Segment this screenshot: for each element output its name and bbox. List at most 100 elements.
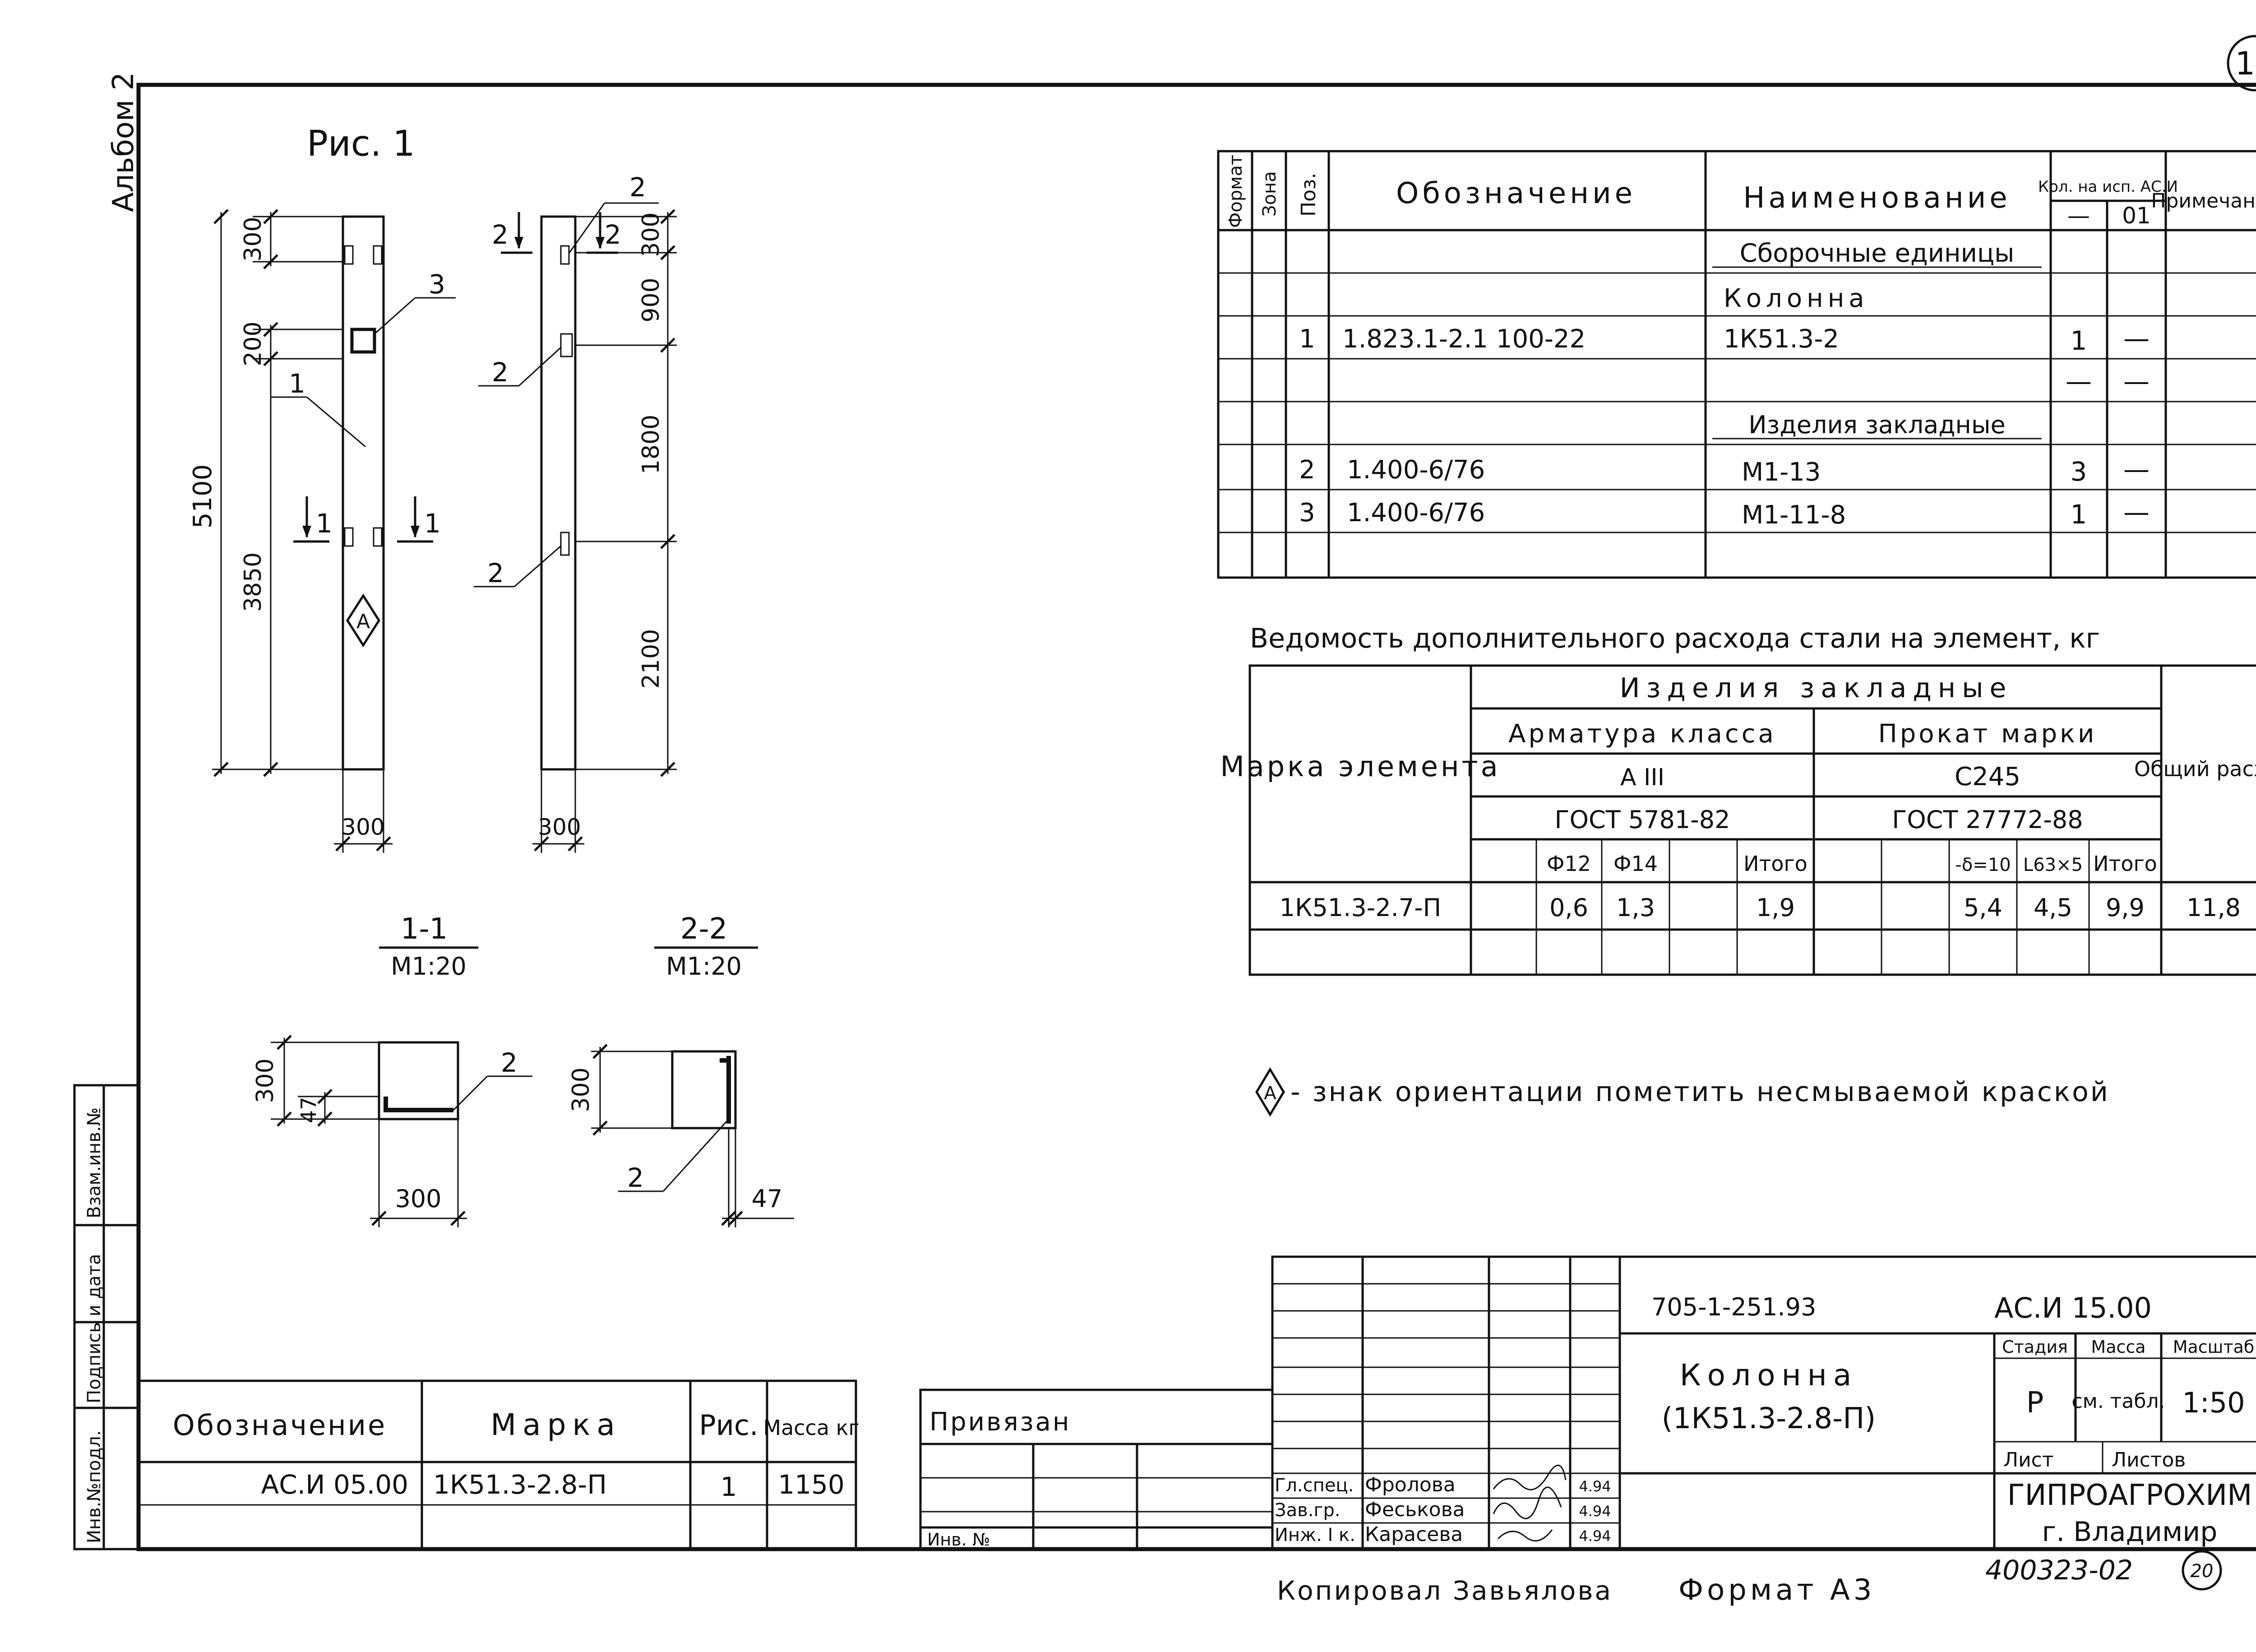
doc-code: АС.И 15.00 bbox=[1994, 1291, 2152, 1324]
page-note: 20 bbox=[2191, 1561, 2214, 1582]
stage-label: Стадия bbox=[2002, 1337, 2068, 1357]
steel-rolled-gost: ГОСТ 27772-88 bbox=[1892, 805, 2083, 834]
copied-by: Копировал Завьялова bbox=[1277, 1575, 1613, 1606]
steel-row-c8: 5,4 bbox=[1964, 893, 2002, 922]
spec-row: Изделия закладные bbox=[1712, 411, 2042, 440]
spec-row-6-pos: 2 bbox=[1299, 455, 1315, 485]
mark-col1-1: 1 bbox=[289, 368, 305, 399]
spec-row-6-q2: — bbox=[2123, 454, 2150, 485]
bottom-header-fig: Рис. bbox=[699, 1409, 758, 1442]
steel-header-rolled: Прокат марки bbox=[1878, 719, 2097, 749]
steel-row-c5: 1,9 bbox=[1756, 893, 1795, 922]
steel-rebar-class: А III bbox=[1620, 764, 1664, 791]
section-1-1-scale: М1:20 bbox=[391, 952, 467, 981]
signature-row: Гл.спец. Фролова 4.94 bbox=[1275, 1465, 1611, 1496]
steel-sub-4: Итого bbox=[1743, 851, 1808, 876]
section-2-2-dim-47: 47 bbox=[752, 1185, 783, 1213]
spec-row-7-name: М1-11-8 bbox=[1742, 500, 1846, 530]
section-1-1-dim-47: 47 bbox=[296, 1097, 321, 1124]
bottom-row-mass: 1150 bbox=[778, 1469, 845, 1500]
bottom-header-mark: Марка bbox=[490, 1407, 621, 1442]
spec-row-7-pos: 3 bbox=[1299, 498, 1315, 528]
section-2-2-dim-300: 300 bbox=[568, 1067, 595, 1112]
privyazan-inv-label: Инв. № bbox=[927, 1530, 990, 1550]
side-stamp: Инв.№подл. Подпись и дата Взам.инв.№ bbox=[73, 1084, 140, 1550]
dim-col2-300-top: 300 bbox=[638, 212, 665, 257]
org-name: ГИПРОАГРОХИМ bbox=[2007, 1479, 2252, 1512]
spec-row-4-q1: — bbox=[2066, 366, 2092, 397]
bottom-header-designation: Обозначение bbox=[173, 1409, 387, 1442]
mark-col2-2-low: 2 bbox=[487, 558, 504, 588]
cut-mark-2-left: 2 bbox=[492, 219, 509, 250]
dim-col1-300-top: 300 bbox=[240, 217, 267, 261]
spec-row: Сборочные единицы bbox=[1712, 239, 2042, 268]
section-1-1-dim-300-h: 300 bbox=[395, 1185, 441, 1213]
dim-col2-1800: 1800 bbox=[638, 415, 665, 474]
steel-table-title: Ведомость дополнительного расхода стали … bbox=[1250, 623, 2100, 654]
stage-value: Р bbox=[2026, 1386, 2044, 1420]
sheet-number: 19 bbox=[2235, 45, 2256, 82]
dim-col2-2100: 2100 bbox=[638, 629, 665, 689]
steel-sub-9: Итого bbox=[2093, 851, 2157, 876]
spec-row-1-name: Сборочные единицы bbox=[1740, 239, 2015, 268]
bottom-table: Обозначение Марка Рис. Масса кг АС.И 05.… bbox=[137, 1379, 860, 1550]
scale-value: 1:50 bbox=[2182, 1386, 2245, 1419]
side-stamp-inv: Инв.№подл. bbox=[84, 1430, 105, 1543]
dim-col1-300-bottom: 300 bbox=[342, 814, 384, 840]
steel-table: Марка элемента Изделия закладные Арматур… bbox=[1220, 664, 2256, 976]
bottom-row-mark: 1К51.3-2.8-П bbox=[433, 1469, 607, 1500]
steel-header-total: Общий расход bbox=[2134, 757, 2256, 781]
mark-col1-3: 3 bbox=[429, 269, 445, 300]
section-1-1-dim-300-v: 300 bbox=[252, 1058, 279, 1103]
spec-row: — — bbox=[2066, 366, 2150, 397]
steel-rebar-gost: ГОСТ 5781-82 bbox=[1555, 805, 1730, 834]
spec-row: 2 1.400-6/76 М1-13 3 — bbox=[1299, 454, 2150, 487]
dim-col1-200: 200 bbox=[240, 321, 267, 366]
section-2-2-mark: 2 bbox=[627, 1162, 644, 1193]
steel-sub-2: Ф14 bbox=[1613, 851, 1658, 876]
org-city: г. Владимир bbox=[2042, 1516, 2218, 1548]
bottom-row-designation: АС.И 05.00 bbox=[261, 1469, 408, 1500]
title-block: 705-1-251.93 АС.И 15.00 Колонна (1К51.3-… bbox=[1271, 1255, 2256, 1550]
bottom-header-mass: Масса кг bbox=[763, 1416, 859, 1440]
spec-header-note: Примечание bbox=[2151, 190, 2256, 213]
page-note-circle bbox=[2182, 1550, 2222, 1591]
sig-date-1: 4.94 bbox=[1579, 1478, 1611, 1495]
spec-row-3-designation: 1.823.1-2.1 100-22 bbox=[1342, 324, 1586, 354]
dim-col2-900: 900 bbox=[638, 278, 665, 322]
spec-header-qty-sub-1: 01 bbox=[2122, 203, 2151, 229]
spec-header-qty: Кол. на исп. АС.И bbox=[2038, 178, 2178, 196]
signature-row: Инж. I к. Карасева 4.94 bbox=[1275, 1523, 1611, 1546]
steel-rolled-grade: С245 bbox=[1955, 762, 2020, 791]
section-1-1-mark: 2 bbox=[501, 1047, 518, 1078]
title-subtitle: (1К51.3-2.8-П) bbox=[1662, 1402, 1876, 1435]
spec-row-6-q1: 3 bbox=[2071, 456, 2087, 487]
section-1-1-title: 1-1 bbox=[401, 912, 448, 946]
spec-header-pos: Поз. bbox=[1297, 173, 1320, 217]
mark-col2-2-mid: 2 bbox=[492, 357, 509, 388]
mass-label: Масса bbox=[2091, 1337, 2145, 1357]
mass-value: см. табл. bbox=[2071, 1390, 2165, 1413]
spec-row-2-name: Колонна bbox=[1724, 284, 1869, 313]
spec-row-3-q1: 1 bbox=[2071, 325, 2087, 356]
section-2-2-title: 2-2 bbox=[680, 912, 728, 946]
side-stamp-sign: Подпись и дата bbox=[84, 1254, 105, 1403]
spec-row: Колонна bbox=[1724, 284, 1869, 313]
spec-header-format: Формат bbox=[1225, 155, 1246, 228]
spec-row-7-designation: 1.400-6/76 bbox=[1347, 498, 1485, 528]
section-1-1: 1-1 М1:20 300 47 300 2 bbox=[252, 912, 532, 1227]
steel-row-c10: 9,9 bbox=[2106, 893, 2145, 922]
steel-sub-8: L63×5 bbox=[2023, 855, 2083, 875]
spec-row-3-pos: 1 bbox=[1299, 324, 1315, 354]
spec-row: 3 1.400-6/76 М1-11-8 1 — bbox=[1299, 497, 2150, 530]
spec-row: 1 1.823.1-2.1 100-22 1К51.3-2 1 — bbox=[1299, 323, 2150, 356]
figure-title: Рис. 1 bbox=[307, 124, 415, 164]
signature-scribble-1 bbox=[1493, 1465, 1567, 1490]
orientation-note: А - знак ориентации пометить несмываемой… bbox=[1255, 1067, 2108, 1117]
title-main: Колонна bbox=[1680, 1358, 1858, 1393]
steel-row-total: 11,8 bbox=[2187, 893, 2241, 922]
orientation-mark: А bbox=[356, 610, 370, 633]
sig-name-2: Феськова bbox=[1365, 1498, 1465, 1521]
spec-row-3-name: 1К51.3-2 bbox=[1724, 324, 1839, 354]
